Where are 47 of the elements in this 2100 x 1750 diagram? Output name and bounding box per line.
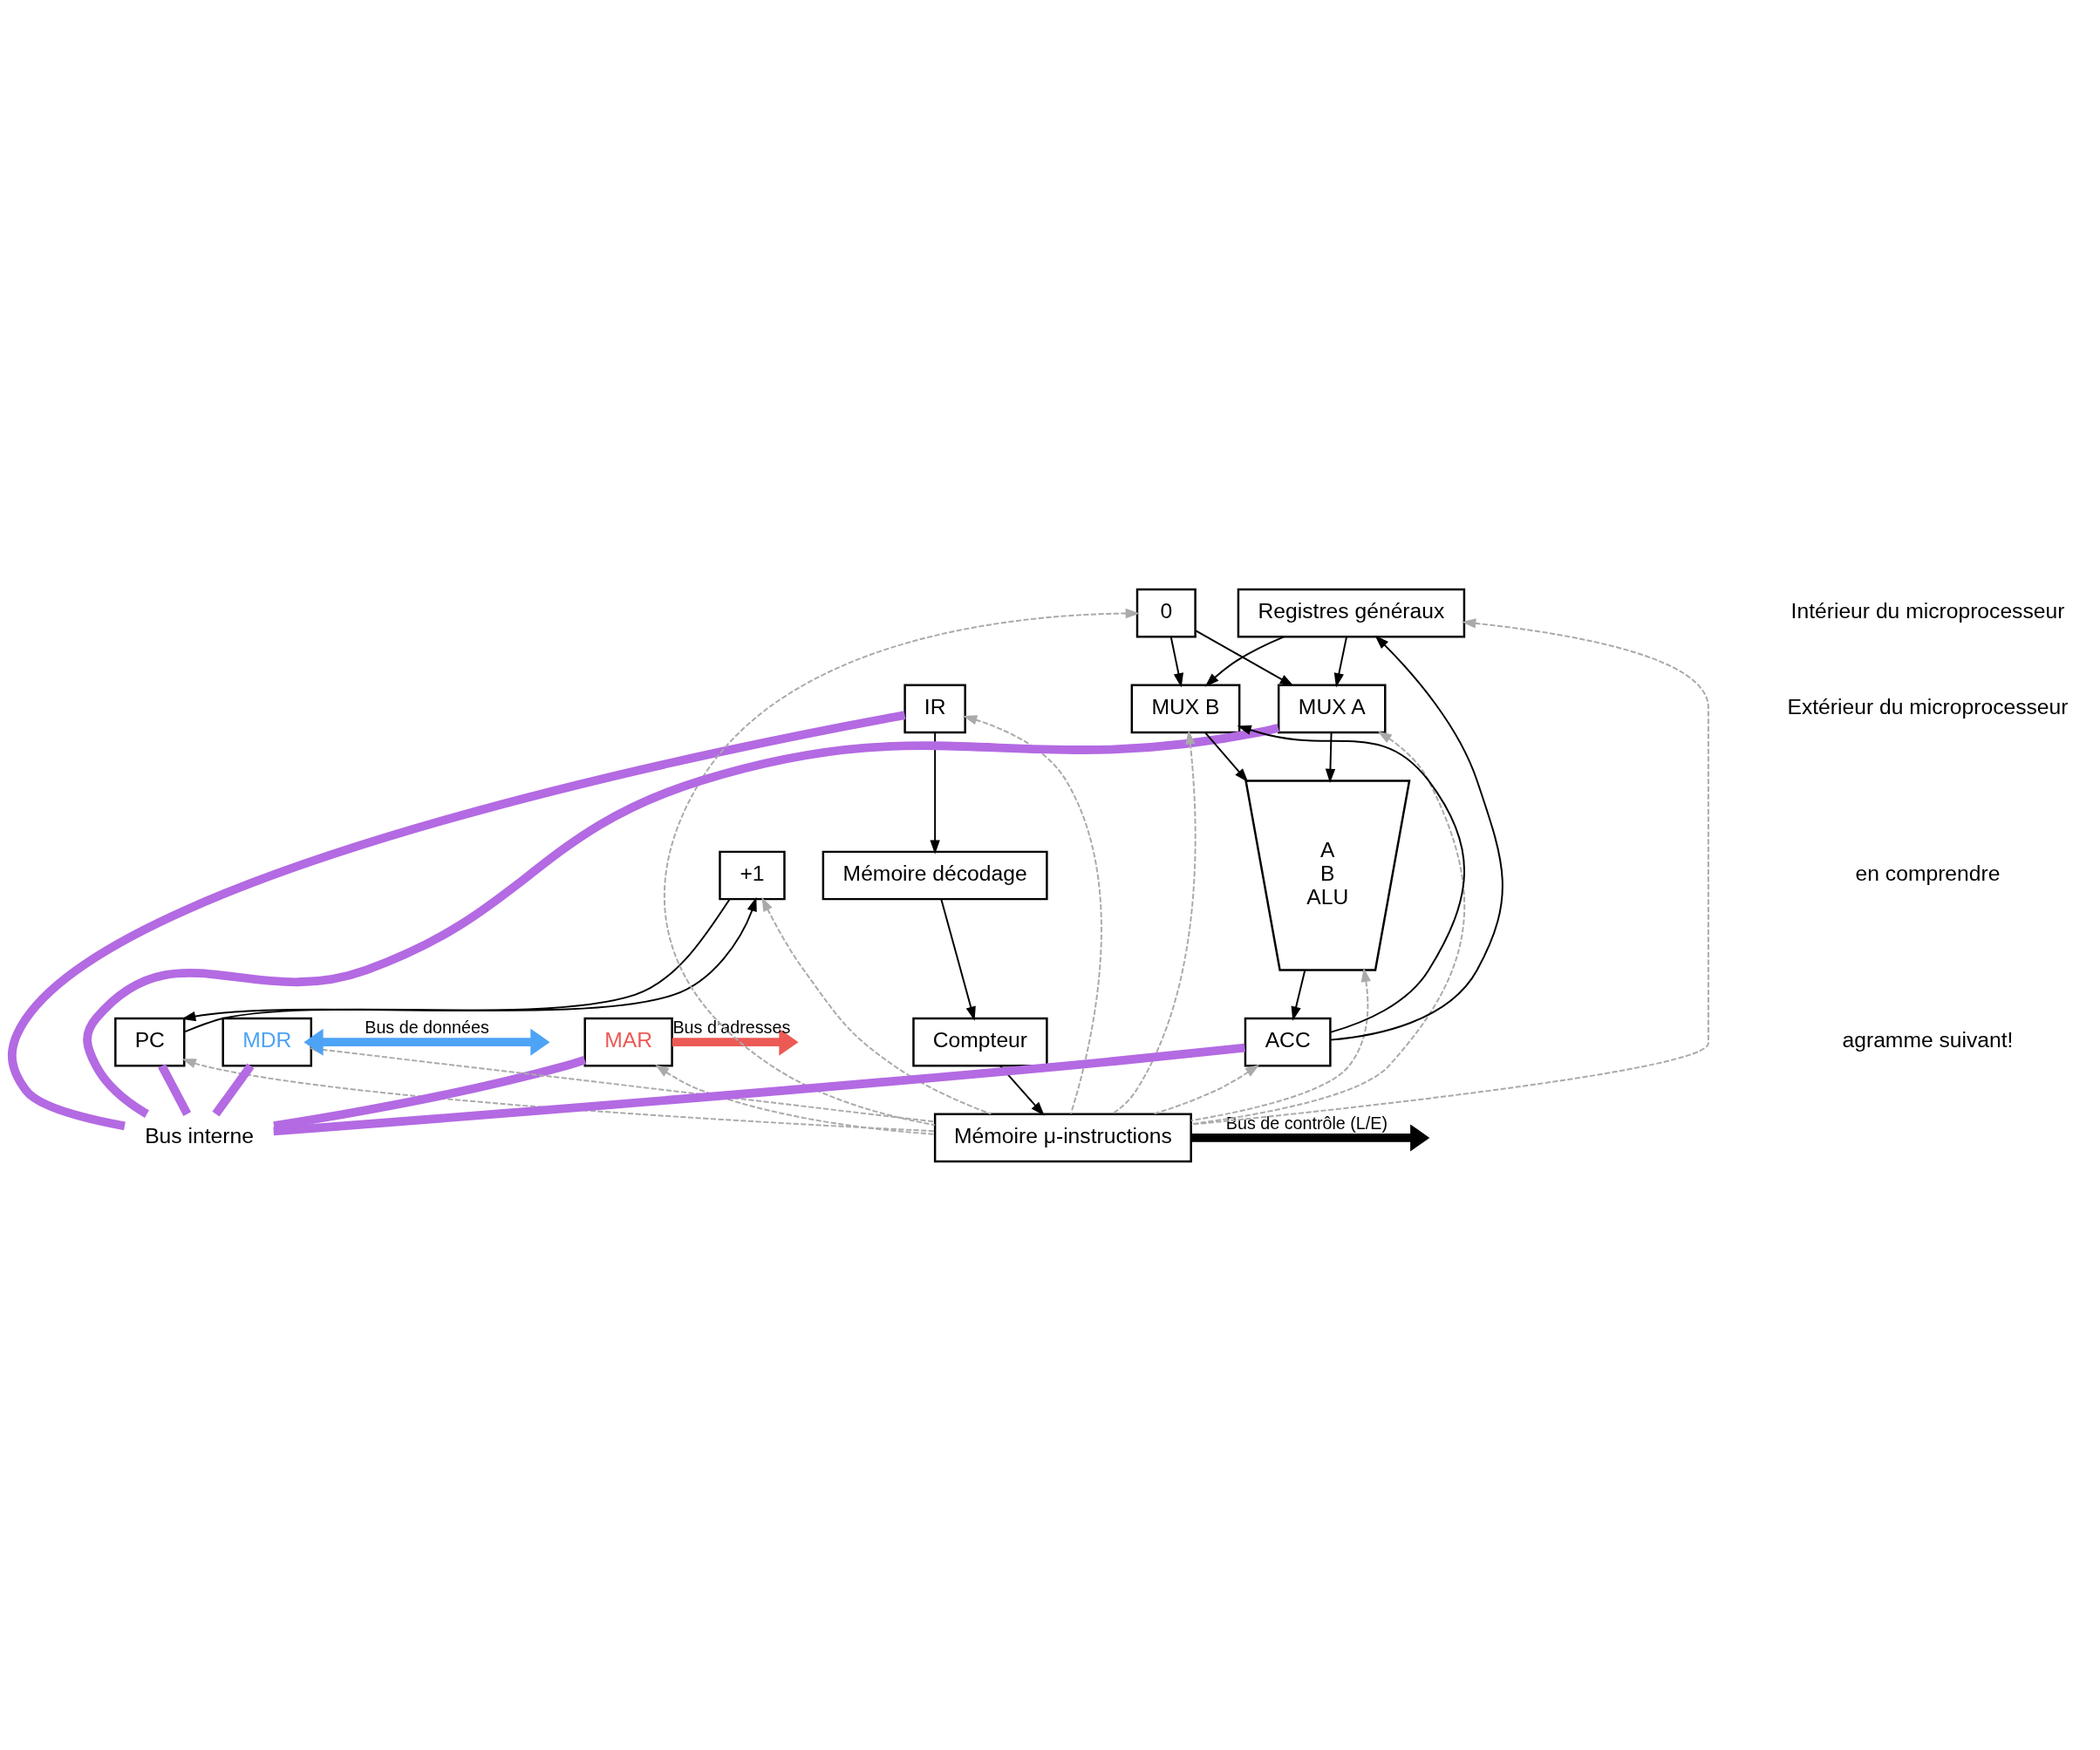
arrow (930, 731, 940, 855)
label: Intérieur du microprocesseur (1790, 598, 2065, 623)
arrow (655, 1064, 936, 1135)
label: en comprendre (1855, 861, 2001, 885)
connector (8, 710, 906, 1130)
connector (212, 1062, 255, 1116)
node-box: Compteur (912, 1017, 1048, 1067)
arrow (940, 898, 976, 1021)
node-box: Mémoire μ-instructions (933, 1113, 1192, 1162)
arrow (1191, 1123, 1430, 1151)
arrow (1152, 1064, 1260, 1115)
node-box: +1 (719, 850, 786, 900)
edge-label: Bus d’adresses (672, 1017, 791, 1037)
arrow (1194, 629, 1294, 686)
arrow (1190, 730, 1466, 1125)
arrow (1190, 967, 1371, 1121)
edge-label: Bus de données (365, 1017, 489, 1037)
arrow (761, 896, 992, 1115)
arrow (181, 1058, 936, 1132)
arrow (1204, 731, 1249, 782)
arrow (1329, 635, 1503, 1041)
node-box: Registres généraux (1237, 588, 1466, 637)
arrow (664, 608, 1140, 1126)
arrow (1204, 635, 1285, 687)
node-box: ACC (1244, 1017, 1332, 1067)
node-box: 0 (1135, 588, 1197, 637)
arrow (1333, 635, 1348, 687)
arrow (1111, 729, 1197, 1115)
node-box: MUX B (1130, 683, 1241, 733)
arrow (672, 1028, 799, 1056)
arrow (1325, 731, 1336, 783)
label: agramme suivant! (1842, 1027, 2014, 1052)
node-text: Bus interne (145, 1123, 254, 1147)
node-box: PC (114, 1017, 186, 1067)
arrow (1237, 725, 1465, 1033)
node-box: Mémoire décodage (822, 850, 1048, 900)
connector (158, 1063, 192, 1116)
node-box: MDR (222, 1017, 313, 1067)
arrow (1291, 969, 1306, 1021)
node-box: MUX A (1277, 683, 1387, 733)
node-box: MAR (583, 1017, 673, 1067)
label: Extérieur du microprocesseur (1787, 694, 2069, 718)
connector (83, 723, 1279, 1118)
arrow (1169, 635, 1183, 687)
arrow (962, 714, 1102, 1114)
node-box: IR (903, 683, 966, 733)
arrow (1190, 617, 1709, 1126)
